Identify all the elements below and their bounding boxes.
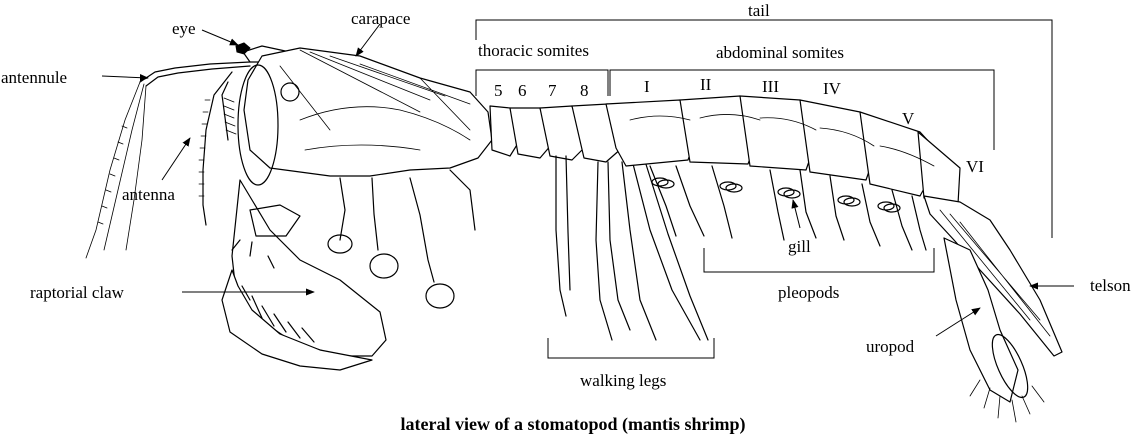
- walking-legs-label: walking legs: [580, 371, 666, 390]
- telson-label: telson: [1090, 276, 1131, 295]
- raptorial-claw-label: raptorial claw: [30, 283, 125, 302]
- antennule-label: antennule: [1, 68, 67, 87]
- figure-caption: lateral view of a stomatopod (mantis shr…: [401, 414, 746, 435]
- thoracic-number-8: 8: [580, 81, 589, 100]
- abdominal-numeral-II: II: [700, 75, 712, 94]
- antenna-drawing: [199, 72, 236, 225]
- walking-legs-bracket: [548, 338, 714, 358]
- abdominal-numeral-I: I: [644, 77, 650, 96]
- pleopods-label: pleopods: [778, 283, 839, 302]
- eye-leader: [202, 30, 238, 45]
- thoracic-number-6: 6: [518, 81, 527, 100]
- carapace-drawing: [238, 48, 492, 185]
- thoracic-number-7: 7: [548, 81, 557, 100]
- uropod-label: uropod: [866, 337, 915, 356]
- pleopods-bracket: [704, 248, 934, 272]
- annotation-labels: eye carapace antennule antenna raptorial…: [1, 1, 1131, 390]
- antennule-leader: [102, 76, 148, 78]
- carapace-leader: [356, 24, 380, 56]
- antenna-leader: [162, 138, 190, 180]
- walking-leg-drawing: [556, 156, 708, 340]
- antennule-drawing: [86, 62, 250, 258]
- abdominal-numeral-III: III: [762, 77, 779, 96]
- gill-leader: [793, 200, 800, 228]
- abdominal-somites-label: abdominal somites: [716, 43, 844, 62]
- carapace-label: carapace: [351, 9, 410, 28]
- abdominal-numeral-V: V: [902, 109, 915, 128]
- antenna-label: antenna: [122, 185, 175, 204]
- eye-label: eye: [172, 19, 196, 38]
- thoracic-number-5: 5: [494, 81, 503, 100]
- thoracic-somites-label: thoracic somites: [478, 41, 589, 60]
- stomatopod-illustration: [86, 43, 1062, 422]
- gill-label: gill: [788, 237, 811, 256]
- raptorial-claw-drawing: [222, 180, 386, 370]
- thoracic-somite-drawing: [490, 104, 622, 162]
- abdominal-numeral-VI: VI: [966, 157, 984, 176]
- tail-label: tail: [748, 1, 770, 20]
- gill-drawing: [652, 178, 900, 212]
- tail-fan-drawing: [924, 196, 1062, 422]
- abdominal-numeral-IV: IV: [823, 79, 842, 98]
